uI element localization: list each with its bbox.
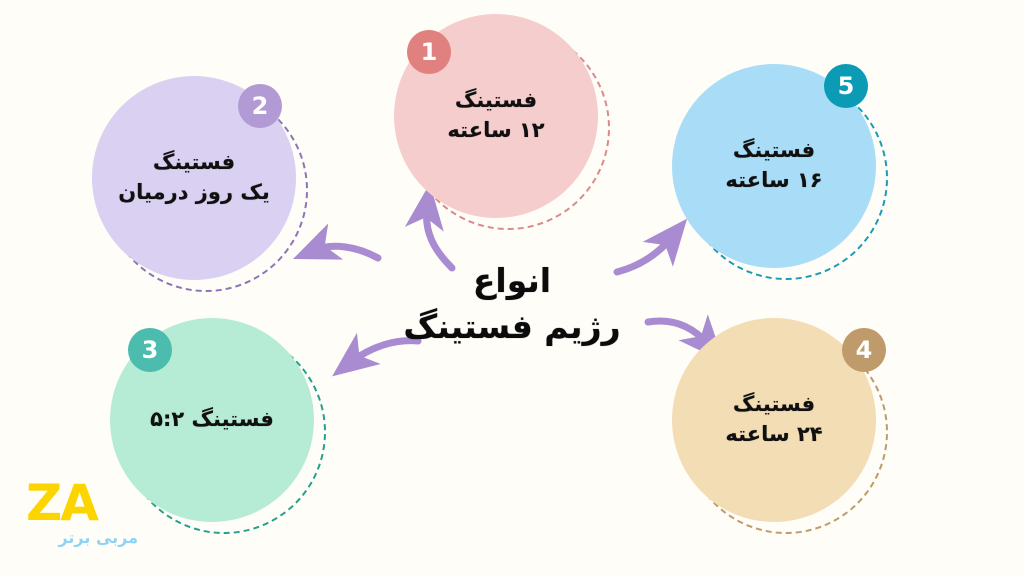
node-label-line2: ۱۶ ساعته <box>725 168 823 192</box>
node-fasting-12h[interactable]: فستینگ ۱۲ ساعته 1 <box>394 14 614 234</box>
center-title-line1: انواع <box>472 261 552 300</box>
node-label: فستینگ ۱۲ ساعته <box>433 86 558 146</box>
node-label-line1: فستینگ ۵:۲ <box>150 407 274 432</box>
node-number-badge: 5 <box>824 64 868 108</box>
node-number-badge: 3 <box>128 328 172 372</box>
node-label: فستینگ ۲۴ ساعته <box>711 390 836 450</box>
node-label-line1: فستینگ <box>732 392 816 417</box>
node-label-line2: ۱۲ ساعته <box>447 118 545 142</box>
node-label-line1: فستینگ <box>454 88 538 113</box>
node-label: فستینگ یک روز درمیان <box>104 148 284 208</box>
node-disc: فستینگ ۲۴ ساعته <box>672 318 876 522</box>
arrow-node1-to-node2 <box>292 223 382 262</box>
node-fasting-alternate-day[interactable]: فستینگ یک روز درمیان 2 <box>92 76 312 296</box>
node-number-badge: 2 <box>238 84 282 128</box>
node-fasting-5-2[interactable]: فستینگ ۵:۲ 3 <box>110 318 330 538</box>
node-label-line2: ۲۴ ساعته <box>725 422 823 446</box>
logo-mark-text: ZA <box>26 474 99 532</box>
node-number-badge: 4 <box>842 328 886 372</box>
node-fasting-16h[interactable]: فستینگ ۱۶ ساعته 5 <box>672 64 892 284</box>
brand-logo: ZA مربی برتر <box>26 478 138 566</box>
node-label: فستینگ ۵:۲ <box>136 405 288 435</box>
center-title: انواع رژیم فستینگ <box>362 258 662 349</box>
node-fasting-24h[interactable]: فستینگ ۲۴ ساعته 4 <box>672 318 892 538</box>
node-label: فستینگ ۱۶ ساعته <box>711 136 836 196</box>
node-number-badge: 1 <box>407 30 451 74</box>
node-label-line1: فستینگ <box>152 150 236 175</box>
node-label-line2: یک روز درمیان <box>118 180 270 204</box>
node-label-line1: فستینگ <box>732 138 816 163</box>
logo-subtitle-text: مربی برتر <box>58 528 138 547</box>
center-title-line2: رژیم فستینگ <box>403 306 621 346</box>
